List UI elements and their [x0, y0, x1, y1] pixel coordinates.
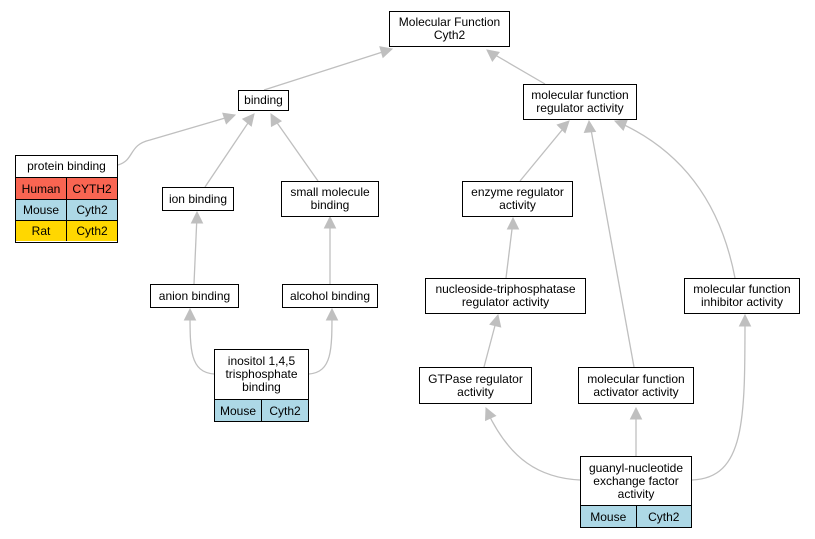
node-binding[interactable]: binding [238, 90, 289, 111]
edge-gef-inhibitor [691, 317, 746, 481]
table-title: guanyl-nucleotide exchange factor activi… [581, 457, 691, 506]
gene-cell: Cyth2 [261, 400, 308, 421]
edge-ion-binding-arrowhead [241, 113, 255, 127]
table-row: Mouse Cyth2 [16, 199, 117, 220]
edge-binding-root-arrowhead [379, 46, 394, 59]
table-gef-activity[interactable]: guanyl-nucleotide exchange factor activi… [580, 456, 692, 528]
edge-anion-ion [193, 214, 198, 285]
gene-cell: Cyth2 [635, 506, 692, 527]
edge-ntpase-enzyme-arrowhead [506, 216, 520, 230]
edge-inhibitor-regulator [617, 121, 736, 279]
node-mf-activator[interactable]: molecular function activator activity [578, 367, 694, 404]
edge-inositol-alcohol-arrowhead [325, 307, 339, 321]
edge-small-molecule-binding-arrowhead [270, 113, 283, 128]
edge-gef-gtpase [486, 410, 581, 481]
edge-ion-binding [204, 116, 253, 188]
edge-protein-binding [117, 115, 233, 166]
node-mf-inhibitor[interactable]: molecular function inhibitor activity [684, 278, 800, 314]
table-row: Mouse Cyth2 [581, 506, 691, 527]
edge-inositol-anion [189, 311, 215, 375]
edge-gef-inhibitor-arrowhead [738, 313, 752, 327]
edge-gtpase-ntpase [483, 317, 498, 368]
gene-cell: CYTH2 [66, 178, 117, 199]
gene-cell: Cyth2 [66, 221, 117, 241]
edge-gef-activator-arrowhead [629, 406, 643, 420]
node-gtpase-regulator[interactable]: GTPase regulator activity [419, 367, 532, 404]
edge-enzyme-regulator-arrowhead [556, 120, 570, 134]
table-protein-binding[interactable]: protein binding Human CYTH2 Mouse Cyth2 … [15, 155, 118, 243]
edge-gef-gtpase-arrowhead [485, 406, 497, 422]
edge-inositol-alcohol [308, 311, 333, 375]
edge-activator-regulator [589, 123, 635, 368]
edge-activator-regulator-arrowhead [583, 119, 597, 133]
node-ntpase-regulator[interactable]: nucleoside-triphosphatase regulator acti… [425, 278, 586, 314]
edge-small-molecule-binding [272, 116, 319, 182]
edge-regulator-root-arrowhead [486, 49, 500, 63]
species-cell: Mouse [22, 203, 60, 217]
edge-inositol-anion-arrowhead [183, 307, 197, 321]
species-cell: Mouse [590, 509, 627, 524]
table-title: inositol 1,4,5 trisphosphate binding [215, 350, 308, 400]
species-cell: Human [21, 181, 61, 196]
edge-ntpase-enzyme [505, 220, 514, 279]
species-cell: Mouse [219, 403, 257, 418]
edge-enzyme-regulator [519, 123, 568, 182]
gene-cell: Cyth2 [66, 200, 117, 220]
node-mf-regulator[interactable]: molecular function regulator activity [523, 84, 637, 120]
edge-inhibitor-regulator-arrowhead [613, 119, 628, 132]
edge-alcohol-small-arrowhead [323, 215, 337, 229]
table-row: Mouse Cyth2 [215, 400, 308, 421]
node-anion-binding[interactable]: anion binding [150, 284, 239, 308]
edge-binding-root [263, 49, 390, 91]
node-root[interactable]: Molecular Function Cyth2 [389, 11, 510, 47]
node-alcohol-binding[interactable]: alcohol binding [282, 284, 378, 308]
table-inositol-binding[interactable]: inositol 1,4,5 trisphosphate binding Mou… [214, 349, 309, 422]
edge-protein-binding-arrowhead [222, 112, 237, 125]
node-small-molecule-binding[interactable]: small molecule binding [281, 181, 379, 217]
table-title: protein binding [16, 156, 117, 178]
species-cell: Rat [31, 224, 51, 238]
edge-anion-ion-arrowhead [190, 210, 204, 224]
edge-regulator-root [489, 51, 546, 85]
table-row: Rat Cyth2 [16, 220, 117, 241]
edge-gtpase-ntpase-arrowhead [489, 313, 502, 328]
node-ion-binding[interactable]: ion binding [162, 187, 234, 211]
node-enzyme-regulator[interactable]: enzyme regulator activity [462, 181, 573, 217]
table-row: Human CYTH2 [16, 178, 117, 199]
